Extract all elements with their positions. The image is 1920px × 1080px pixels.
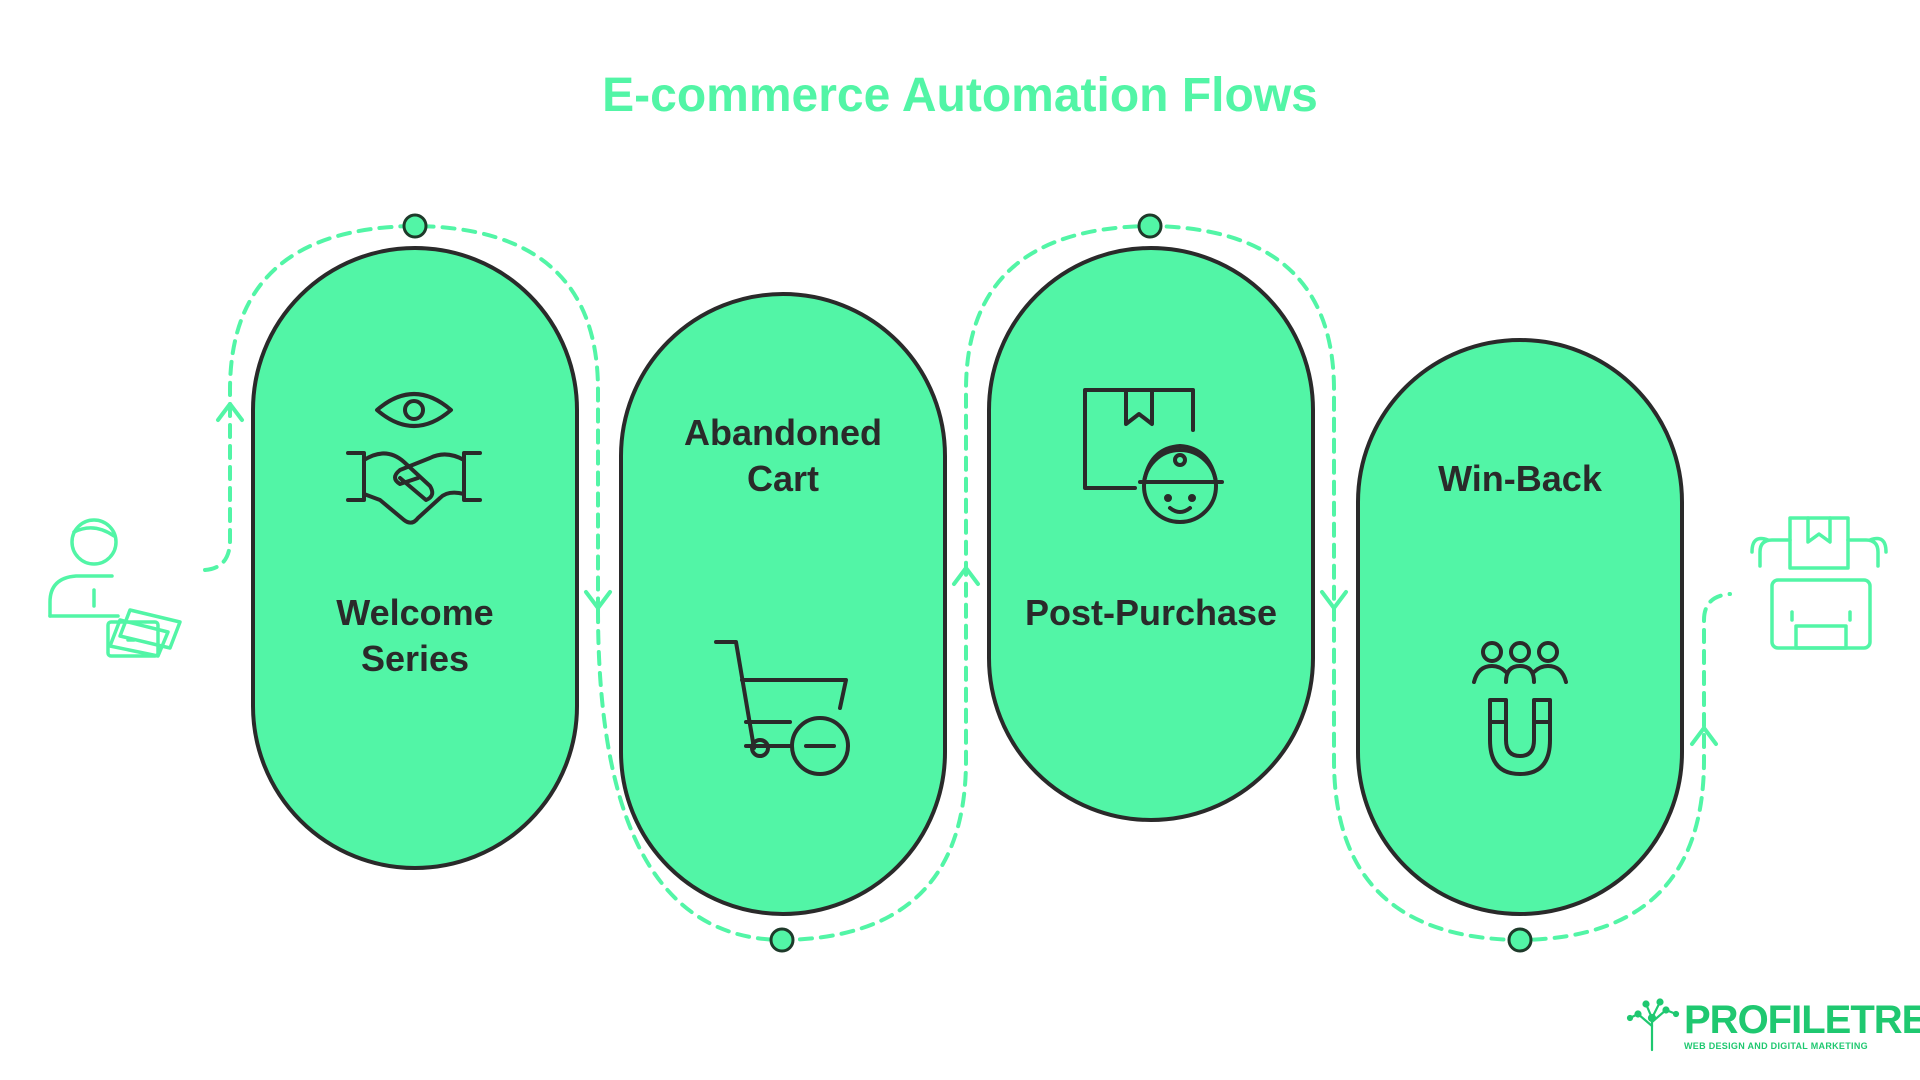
profiletree-logo: PROFILETREE WEB DESIGN AND DIGITAL MARKE… <box>1626 996 1920 1056</box>
pill-abandoned-cart <box>619 292 947 916</box>
step-label-abandoned-cart: Abandoned Cart <box>623 410 943 502</box>
arrow-down-icon <box>1320 590 1348 610</box>
step-label-line: Post-Purchase <box>1024 592 1278 633</box>
magnet-people-icon <box>1472 641 1568 776</box>
step-label-line: Series <box>360 638 470 679</box>
pill-win-back <box>1356 338 1684 916</box>
step-label-post-purchase: Post-Purchase <box>991 590 1311 636</box>
step-label-welcome-series: Welcome Series <box>255 590 575 682</box>
diagram-title: E-commerce Automation Flows <box>602 69 1318 122</box>
step-label-line: Win-Back <box>1438 458 1602 499</box>
arrow-down-icon <box>584 590 612 610</box>
step-label-line: Abandoned <box>684 412 882 453</box>
handshake-eye-icon <box>346 392 482 525</box>
connector-dot <box>1507 927 1533 953</box>
step-label-win-back: Win-Back <box>1360 456 1680 502</box>
connector-dot <box>402 213 428 239</box>
shopper-with-cards-icon <box>48 518 182 658</box>
arrow-up-icon <box>216 402 244 422</box>
delivery-person-box-icon <box>1083 388 1224 524</box>
step-label-line: Cart <box>746 458 820 499</box>
pill-welcome-series <box>251 246 579 870</box>
connector-dots <box>402 213 1533 953</box>
connector-dot <box>1137 213 1163 239</box>
connector-dot <box>769 927 795 953</box>
logo-tagline: WEB DESIGN AND DIGITAL MARKETING <box>1684 1041 1868 1051</box>
logo-name: PROFILETREE <box>1684 998 1920 1042</box>
box-robot-icon <box>1750 516 1888 650</box>
arrow-up-icon <box>1690 726 1718 746</box>
cart-minus-icon <box>714 640 850 776</box>
arrow-up-icon <box>952 566 980 586</box>
pill-post-purchase <box>987 246 1315 822</box>
connector-arrows <box>216 402 1718 746</box>
step-label-line: Welcome <box>336 592 494 633</box>
tree-network-icon <box>1626 998 1680 1052</box>
